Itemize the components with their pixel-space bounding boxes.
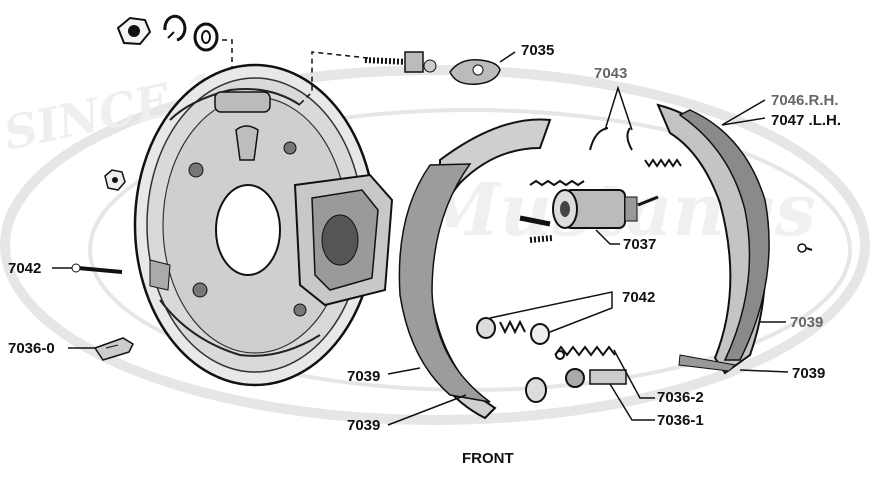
backing-plate — [133, 63, 377, 387]
leader-7039-b — [387, 394, 467, 426]
leader-7042-right — [489, 291, 613, 333]
label-7039-b: 7039 — [347, 417, 381, 434]
label-7036-0: 7036-0 — [8, 340, 55, 357]
wheel-cylinder — [519, 189, 659, 229]
label-7035: 7035 — [521, 42, 555, 59]
flat-washer — [193, 22, 219, 52]
hold-down-parts — [476, 317, 550, 345]
adjuster-spring — [554, 345, 616, 360]
label-7047: 7047 .L.H. — [771, 112, 842, 129]
primary-brake-shoe — [398, 118, 552, 420]
label-7042-right: 7042 — [622, 289, 656, 306]
leader-7035 — [499, 51, 516, 63]
adjuster-clip — [93, 337, 134, 361]
leader-7036-2 — [613, 349, 655, 399]
leader-washer-to-plate — [222, 39, 233, 70]
secondary-brake-shoe — [656, 103, 770, 375]
label-front: FRONT — [462, 450, 514, 467]
label-7039-a: 7039 — [347, 368, 381, 385]
small-nut-left — [104, 169, 126, 191]
adjuster-screw — [525, 368, 627, 403]
label-7042-left: 7042 — [8, 260, 42, 277]
label-7037: 7037 — [623, 236, 657, 253]
eccentric-bracket — [449, 59, 501, 85]
leader-7037 — [595, 229, 620, 245]
leader-7043 — [604, 85, 633, 131]
label-7036-1: 7036-1 — [657, 412, 704, 429]
anchor-bolt — [364, 51, 437, 73]
label-7043: 7043 — [594, 65, 628, 82]
label-7039-d: 7039 — [792, 365, 826, 382]
lock-washer — [163, 14, 187, 42]
hex-nut — [116, 16, 152, 46]
leader-7039-d — [739, 369, 789, 373]
leader-7036-1 — [609, 383, 655, 421]
leader-bolt-to-plate — [299, 51, 369, 105]
label-7036-2: 7036-2 — [657, 389, 704, 406]
leader-7046-7047 — [721, 99, 766, 126]
small-pin-right — [797, 243, 813, 253]
leader-7039-a — [387, 367, 421, 375]
backing-plate-flange — [293, 173, 394, 307]
hold-down-pin-left — [71, 263, 123, 274]
label-7039-c: 7039 — [790, 314, 824, 331]
label-7046: 7046.R.H. — [771, 92, 839, 109]
